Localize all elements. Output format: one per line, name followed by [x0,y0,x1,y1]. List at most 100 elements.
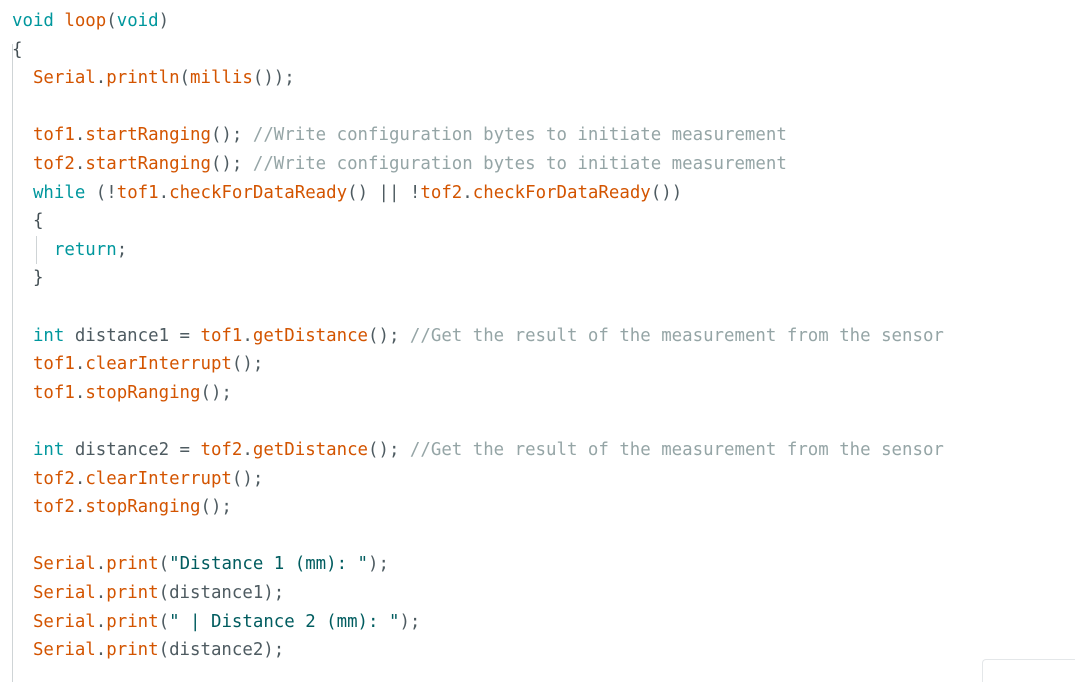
code-token: . [95,554,107,575]
code-token: Serial [12,554,96,575]
code-token: (); [200,497,232,518]
code-token: tof1 [12,125,75,146]
code-token: . [95,640,107,661]
code-token: getDistance [252,325,369,346]
code-token: . [95,611,107,632]
code-token: . [74,382,86,403]
code-token: tof2 [12,154,75,174]
code-line[interactable]: tof2.clearInterrupt(); [12,465,263,494]
code-token: //Get the result of the measurement from… [409,440,944,460]
code-token: ( [179,68,191,89]
code-line[interactable]: Serial.print(distance1); [12,579,284,608]
code-token: (); [200,382,232,403]
code-token: (! [85,182,117,203]
code-token: . [242,440,253,460]
code-token: . [242,325,253,346]
code-token: println [106,68,180,89]
code-token: while [12,182,86,203]
code-line[interactable]: return; [12,236,127,265]
code-token: return [12,239,117,260]
code-token: ()); [252,68,295,89]
code-token: (); [368,325,410,346]
code-token: tof2 [12,497,75,518]
code-token: . [74,468,86,489]
code-token: int [12,440,65,460]
code-token: distance1 = [64,325,201,346]
code-token: tof2 [12,468,75,489]
code-token: ); [399,611,421,632]
code-token: () || ! [347,182,421,203]
code-token: print [106,554,159,575]
code-line[interactable]: tof1.clearInterrupt(); [12,350,263,379]
code-token: ) [158,11,170,31]
code-token: stopRanging [85,497,201,518]
code-line[interactable]: tof2.stopRanging(); [12,493,232,522]
code-token: ()) [650,182,683,203]
code-token: (); [231,468,264,489]
code-token: (); [210,125,253,146]
code-token: checkForDataReady [169,182,348,203]
code-token: . [95,68,107,89]
code-token: (); [368,440,410,460]
code-token: { [12,39,23,60]
code-token: loop [64,11,107,31]
code-token: ( [106,11,117,31]
indent-guide-outer [12,44,13,682]
code-token: Serial [12,583,96,603]
code-token: (distance2); [158,640,285,661]
code-line[interactable]: tof1.startRanging(); //Write configurati… [12,121,787,150]
code-token: distance2 = [64,440,201,460]
code-token: millis [190,68,253,89]
code-line[interactable]: Serial.println(millis()); [12,64,295,93]
code-token: int [12,325,65,346]
code-token: //Write configuration bytes to initiate … [252,154,787,174]
code-line[interactable]: while (!tof1.checkForDataReady() || !tof… [12,179,682,208]
editor-corner-panel [982,659,1075,682]
code-token: tof1 [116,182,159,203]
code-token: void [116,11,159,31]
code-token: . [74,354,86,375]
code-token: ( [158,611,170,632]
code-token: startRanging [85,125,211,146]
code-token: tof1 [200,325,243,346]
code-token: checkForDataReady [472,182,651,203]
code-token: . [74,154,86,174]
code-line[interactable]: tof1.stopRanging(); [12,379,232,408]
code-token: ; [116,239,128,260]
indent-guide-inner [36,236,37,264]
code-line[interactable]: { [12,36,22,65]
code-token: . [95,583,107,603]
code-line[interactable]: void loop(void) [12,7,169,36]
code-line[interactable]: tof2.startRanging(); //Write configurati… [12,150,787,179]
code-token: } [12,268,44,289]
code-token: tof1 [12,382,75,403]
code-token: . [158,182,170,203]
code-token: (); [210,154,253,174]
code-token: tof2 [420,182,463,203]
code-token: //Write configuration bytes to initiate … [252,125,787,146]
code-token: print [106,611,159,632]
code-line[interactable]: Serial.print(" | Distance 2 (mm): "); [12,608,420,637]
code-token: Serial [12,68,96,89]
code-token: . [74,497,86,518]
code-token: tof1 [12,354,75,375]
code-token: " | Distance 2 (mm): " [169,611,400,632]
code-token: void [12,11,65,31]
code-token: . [462,182,473,203]
code-line[interactable]: Serial.print(distance2); [12,636,284,665]
code-token: (); [231,354,264,375]
code-token: //Get the result of the measurement from… [409,325,944,346]
code-token: ); [368,554,389,575]
code-line[interactable]: { [12,207,43,236]
code-line[interactable]: int distance1 = tof1.getDistance(); //Ge… [12,322,944,351]
code-token: stopRanging [85,382,201,403]
code-token: { [12,211,44,232]
code-line[interactable]: } [12,264,43,293]
code-line[interactable]: Serial.print("Distance 1 (mm): "); [12,550,389,579]
code-token: ( [158,554,170,575]
code-line[interactable]: int distance2 = tof2.getDistance(); //Ge… [12,436,944,465]
code-token: print [106,640,159,661]
code-token: Serial [12,611,96,632]
code-token: print [106,583,159,603]
